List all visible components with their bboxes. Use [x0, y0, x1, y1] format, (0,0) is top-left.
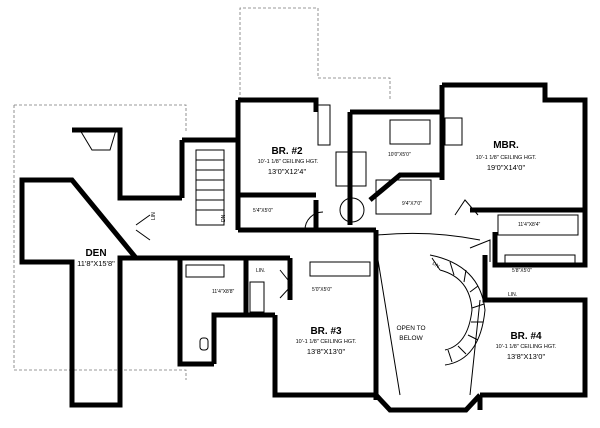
- den-linen: LIN: [151, 212, 157, 220]
- br4-linen: LIN.: [508, 292, 517, 298]
- open-bay-walls: [374, 393, 482, 413]
- mbr-dimensions: 19'0"X14'0": [487, 163, 526, 172]
- den-door: [135, 214, 151, 241]
- den-dimensions: 11'8"X15'8": [77, 259, 115, 268]
- master-closet-dims: 9'4"X7'0": [402, 201, 422, 207]
- den-walls: [19, 127, 142, 408]
- br4-bath-dims: 5'8"X5'0": [512, 268, 532, 274]
- master-bath-dims: 10'0"X5'0": [388, 152, 411, 158]
- open-to-below-line1: OPEN TO: [396, 325, 425, 332]
- br3-ceiling: 10'-1 1/8" CEILING HGT.: [296, 339, 357, 345]
- br4-tub: [504, 254, 576, 268]
- br2-door: [304, 211, 324, 231]
- den-bay: [79, 129, 117, 151]
- hall-toilet: [199, 337, 209, 351]
- mbr-fireplace: [444, 117, 463, 146]
- hall-bath-dims: 11'4"X8'8": [212, 289, 235, 295]
- master-shower: [335, 151, 367, 187]
- br3-name: BR. #3: [310, 326, 342, 337]
- den-name: DEN: [85, 248, 106, 259]
- br2-walls: [235, 97, 319, 230]
- br4-name: BR. #4: [510, 331, 542, 342]
- open-to-below-area: [377, 232, 481, 396]
- mbr-walls: [439, 82, 588, 268]
- spiral-stair-dn: DN: [431, 261, 441, 270]
- br2-bath-dims: 5'4"X5'0": [253, 208, 273, 214]
- hall-tub: [185, 264, 225, 278]
- mbr-ceiling: 10'-1 1/8" CEILING HGT.: [476, 155, 537, 161]
- master-closet-shelf: [375, 179, 432, 215]
- br4-dimensions: 13'8"X13'0": [507, 352, 546, 361]
- master-tub: [339, 197, 365, 223]
- br3-door: [279, 269, 293, 299]
- main-stair-dn: DN: [221, 214, 227, 222]
- br2-closet: [317, 104, 331, 146]
- hall-linen: LIN.: [256, 268, 265, 274]
- br3-walls: [272, 230, 379, 400]
- corridor-walls: [136, 227, 376, 315]
- br2-ceiling: 10'-1 1/8" CEILING HGT.: [258, 159, 319, 165]
- br3-closet: [249, 281, 265, 313]
- mbr-door: [454, 199, 479, 216]
- hall-bath-walls: [177, 258, 275, 367]
- br3-dimensions: 13'8"X13'0": [307, 347, 346, 356]
- open-to-below-line2: BELOW: [399, 335, 423, 342]
- br4-ceiling: 10'-1 1/8" CEILING HGT.: [496, 344, 557, 350]
- roof-outline-left: [13, 104, 187, 380]
- stair-hall-walls: [136, 137, 241, 230]
- br2-name: BR. #2: [271, 146, 303, 157]
- master-vanity: [389, 119, 431, 145]
- br3-bath-dims: 5'0"X5'0": [312, 287, 332, 293]
- mbr-closet-shelf: [497, 214, 579, 236]
- main-stair: [195, 149, 225, 226]
- br4-door: [469, 239, 491, 262]
- mbr-name: MBR.: [493, 140, 519, 151]
- roof-outline-top: [239, 7, 391, 100]
- br3-tub: [309, 261, 371, 277]
- spiral-stair: [429, 254, 486, 366]
- mbr-closet-dims: 11'4"X8'4": [518, 222, 541, 228]
- br2-dimensions: 13'0"X12'4": [268, 167, 307, 176]
